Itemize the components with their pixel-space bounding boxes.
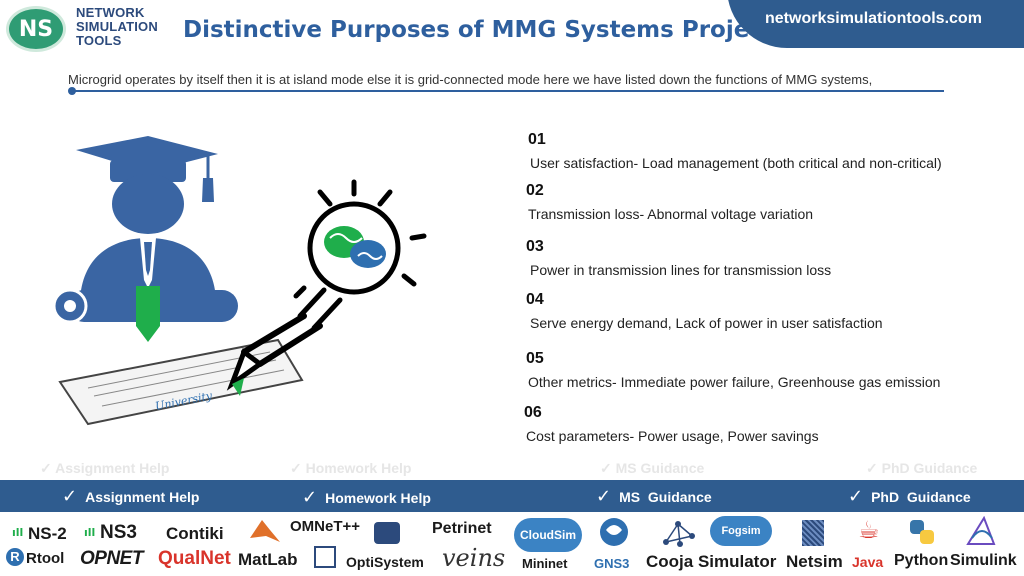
list-item: 06 Cost parameters- Power usage, Power s… <box>524 404 819 444</box>
tool-java[interactable]: Java <box>852 554 884 570</box>
logo-line-3: TOOLS <box>76 33 122 48</box>
tool-rtool[interactable]: Rtool <box>26 550 65 567</box>
list-item: 03 Power in transmission lines for trans… <box>526 238 831 278</box>
logo-line-1: NETWORK <box>76 5 145 20</box>
site-url-tab[interactable]: networksimulationtools.com <box>727 0 1024 48</box>
item-text: Transmission loss- Abnormal voltage vari… <box>528 206 814 222</box>
graduate-illustration: University <box>52 136 427 426</box>
graduation-cap-icon <box>76 136 218 202</box>
service-label: Assignment Help <box>85 488 200 505</box>
item-text: Other metrics- Immediate power failure, … <box>528 374 941 390</box>
tool-cloudsim[interactable]: CloudSim <box>514 518 582 552</box>
tool-simulink[interactable]: Simulink <box>950 552 1017 569</box>
item-number: 03 <box>526 238 544 255</box>
item-text: Serve energy demand, Lack of power in us… <box>530 315 883 331</box>
brain-icon <box>324 226 386 268</box>
graduate-head <box>112 174 184 234</box>
tool-python[interactable]: Python <box>894 552 949 569</box>
service-ghost: ✓ MS Guidance <box>600 460 705 476</box>
tool-veins[interactable]: veins <box>442 544 506 572</box>
tool-petrinet[interactable]: Petrinet <box>432 520 492 537</box>
subtitle-underline <box>72 90 944 92</box>
service-ms-guidance[interactable]: ✓ MS Guidance <box>596 486 712 507</box>
network-graph-icon <box>663 521 695 547</box>
java-cup-icon: ☕ <box>858 516 880 544</box>
tool-contiki[interactable]: Contiki <box>166 524 224 543</box>
item-number: 05 <box>526 350 544 367</box>
tool-gns3[interactable]: GNS3 <box>594 556 630 571</box>
service-homework-help[interactable]: ✓ Homework Help <box>302 487 431 508</box>
tool-qualnet[interactable]: QualNet <box>158 548 231 569</box>
list-item: 04 Serve energy demand, Lack of power in… <box>526 291 883 331</box>
service-label: Homework Help <box>325 489 431 506</box>
service-phd-guidance[interactable]: ✓ PhD Guidance <box>848 486 971 507</box>
service-assignment-help[interactable]: ✓ Assignment Help <box>62 486 199 507</box>
page-subtitle: Microgrid operates by itself then it is … <box>68 72 873 87</box>
ns-logo-badge: NS <box>6 6 66 52</box>
matlab-icon <box>250 520 280 542</box>
tool-ns3[interactable]: NS3 <box>100 522 137 543</box>
tool-omnet[interactable]: OMNeT++ <box>290 518 361 535</box>
tool-opnet[interactable]: OPNET <box>80 548 143 569</box>
item-text: Power in transmission lines for transmis… <box>530 262 832 278</box>
tool-mininet[interactable]: Mininet <box>522 556 568 571</box>
service-ghost: ✓ Homework Help <box>290 460 412 476</box>
site-url[interactable]: networksimulationtools.com <box>765 10 982 27</box>
service-label: PhD Guidance <box>871 488 971 505</box>
lightbulb-pencil-icon <box>226 179 427 391</box>
tool-fogsim[interactable]: Fogsim <box>710 516 772 546</box>
item-text: User satisfaction- Load management (both… <box>530 155 942 171</box>
r-logo-icon: R <box>6 548 24 566</box>
optisystem-icon <box>374 522 400 544</box>
gns3-icon <box>600 518 628 546</box>
simulink-icon <box>966 516 996 545</box>
service-ghost: ✓ Assignment Help <box>40 460 170 476</box>
tool-matlab[interactable]: MatLab <box>238 550 298 569</box>
logo-text: NETWORK SIMULATION TOOLS <box>76 6 158 48</box>
list-item: 01 User satisfaction- Load management (b… <box>528 131 942 171</box>
check-icon: ✓ <box>302 487 318 508</box>
check-icon: ✓ <box>848 486 864 507</box>
list-item: 02 Transmission loss- Abnormal voltage v… <box>526 182 813 222</box>
diploma-paper-icon: University <box>58 338 304 426</box>
item-text: Cost parameters- Power usage, Power savi… <box>526 428 819 444</box>
signal-bars-icon: ıll <box>12 526 24 539</box>
list-item: 05 Other metrics- Immediate power failur… <box>526 350 940 390</box>
item-number: 04 <box>526 291 544 308</box>
tool-ns2[interactable]: NS-2 <box>28 524 67 543</box>
signal-bars-icon: ıll <box>84 526 96 539</box>
tool-optisystem[interactable]: OptiSystem <box>346 554 424 570</box>
pencil-tip-icon <box>232 378 244 396</box>
service-ghost: ✓ PhD Guidance <box>866 460 978 476</box>
tool-cooja[interactable]: Cooja Simulator <box>646 552 777 571</box>
item-number: 06 <box>524 404 542 421</box>
tool-netsim[interactable]: Netsim <box>786 552 843 571</box>
scroll-icon <box>52 286 238 342</box>
page-title: Distinctive Purposes of MMG Systems Proj… <box>183 17 788 43</box>
logo-line-2: SIMULATION <box>76 19 158 34</box>
optisystem-logo-icon <box>314 546 336 568</box>
check-icon: ✓ <box>596 486 612 507</box>
tools-strip: ıll NS-2 ıll NS3 Contiki OMNeT++ Petrine… <box>0 512 1024 576</box>
item-number: 01 <box>528 131 546 148</box>
python-icon <box>910 520 934 544</box>
check-icon: ✓ <box>62 486 78 507</box>
netsim-icon <box>802 520 824 546</box>
services-bar: ✓ Assignment Help ✓ Homework Help ✓ MS G… <box>0 480 1024 512</box>
item-number: 02 <box>526 182 544 199</box>
brand-logo[interactable]: NS NETWORK SIMULATION TOOLS <box>6 4 166 54</box>
service-label: MS Guidance <box>619 488 712 505</box>
